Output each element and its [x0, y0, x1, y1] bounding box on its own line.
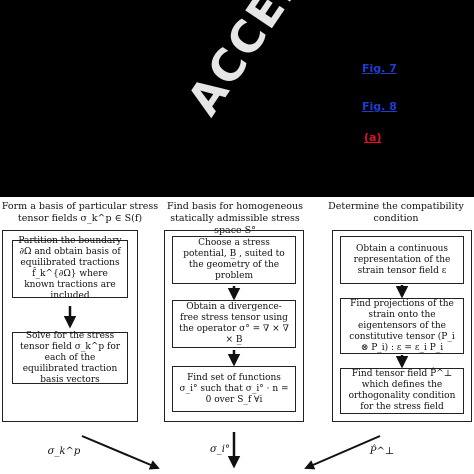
partition-boundary-step: Partition the boundary ∂Ω and obtain bas…: [12, 236, 128, 301]
column-3-frame: [332, 230, 472, 422]
homogeneous-stress-output: σ_i°: [209, 444, 231, 455]
step-text: Find tensor field P̂^⊥ which defines the…: [348, 369, 456, 412]
step-text: Obtain a continuous representation of th…: [353, 243, 451, 276]
orthogonality-tensor-step: Find tensor field P̂^⊥ which defines the…: [340, 368, 464, 414]
column-2-frame: [164, 230, 304, 422]
particular-stress-output: σ_k^p: [47, 446, 81, 457]
strain-representation-step: Obtain a continuous representation of th…: [340, 236, 464, 284]
column-3-title: Determine the compatibility condition: [328, 201, 464, 224]
column-1-title: Form a basis of particular stress tensor…: [1, 201, 159, 224]
article-preview-band: ACCEPTED PRO Fig. 7 Fig. 8 (a): [0, 0, 474, 197]
orthogonality-output: P̂^⊥: [369, 446, 395, 457]
step-text: Partition the boundary ∂Ω and obtain bas…: [18, 236, 122, 301]
arrow-col1-output: [81, 435, 160, 470]
figure-7-link[interactable]: Fig. 7: [362, 62, 397, 75]
subfigure-a-link[interactable]: (a): [364, 131, 382, 144]
step-text: Find set of functions σ_i° such that σ_i…: [179, 372, 289, 405]
step-text: Choose a stress potential, B̲ , suited t…: [183, 238, 285, 281]
figure-8-link[interactable]: Fig. 8: [362, 100, 397, 113]
step-text: Find projections of the strain onto the …: [349, 298, 455, 353]
step-text: Obtain a divergence-free stress tensor u…: [179, 302, 289, 345]
divergence-free-tensor-step: Obtain a divergence-free stress tensor u…: [172, 300, 296, 348]
column-1-frame: [2, 230, 138, 422]
strain-projection-step: Find projections of the strain onto the …: [340, 298, 464, 354]
find-functions-step: Find set of functions σ_i° such that σ_i…: [172, 366, 296, 412]
solve-stress-field-step: Solve for the stress tensor field σ_k^p …: [12, 330, 128, 385]
arrow-col3-output: [304, 435, 381, 470]
choose-stress-potential-step: Choose a stress potential, B̲ , suited t…: [172, 236, 296, 284]
step-text: Solve for the stress tensor field σ_k^p …: [19, 330, 121, 385]
